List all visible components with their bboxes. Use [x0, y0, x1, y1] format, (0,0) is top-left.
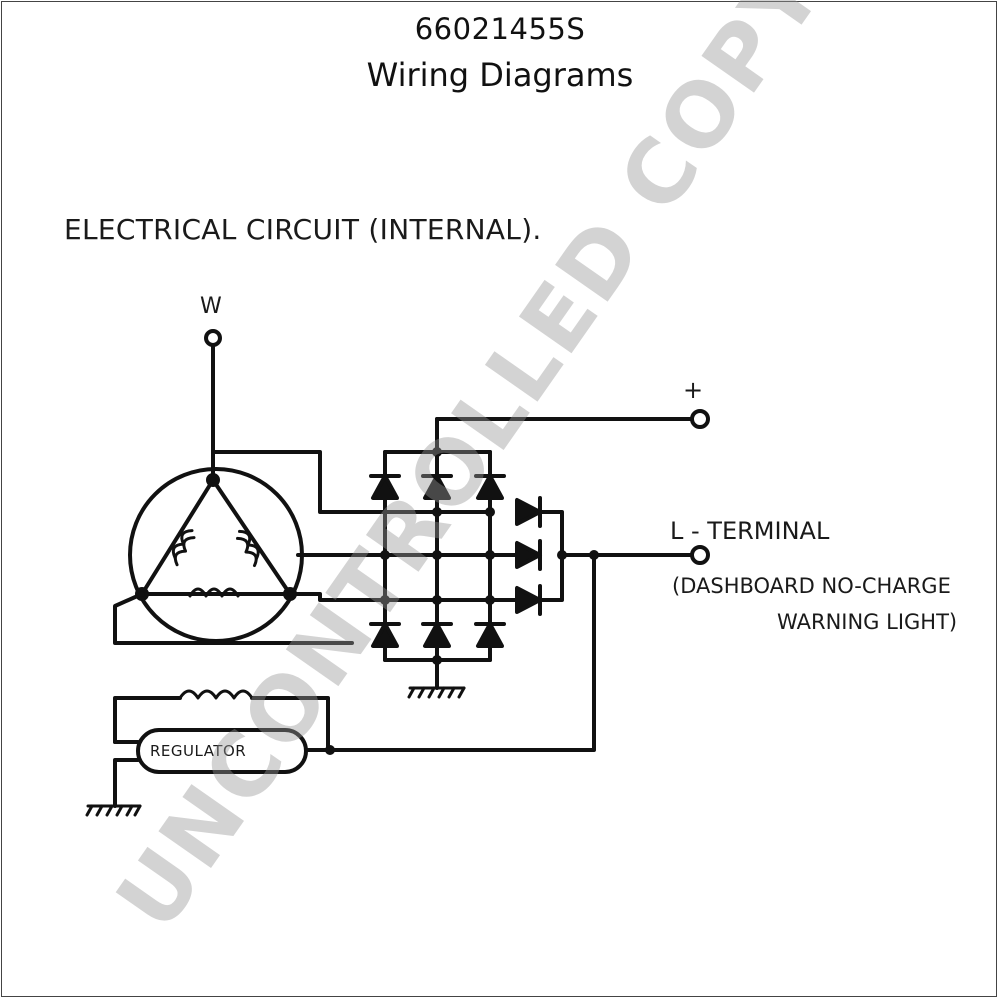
phase-wire-lower: [288, 592, 542, 602]
stator-outline: [128, 467, 304, 643]
coil-bottom: [188, 587, 240, 598]
regulator-ground-lead: [113, 758, 140, 808]
phase-wire-return: [113, 592, 354, 645]
diode-upper: [369, 474, 506, 500]
part-number: 66021455S: [414, 12, 586, 46]
coil-left: [171, 529, 196, 567]
delta-winding: [140, 478, 292, 596]
positive-terminal-label: +: [683, 376, 704, 404]
coil-right: [236, 529, 260, 568]
l-terminal-label: L - TERMINAL: [670, 517, 830, 545]
diode-lower: [369, 622, 506, 648]
ground-regulator: [85, 804, 142, 817]
field-coil-left-lead: [113, 696, 182, 744]
junction: [206, 473, 220, 487]
rectifier-junctions: [325, 447, 599, 755]
regulator-label: REGULATOR: [150, 742, 247, 760]
w-terminal: [204, 329, 222, 347]
positive-terminal: [690, 409, 710, 429]
w-terminal-label: W: [200, 294, 222, 319]
l-terminal-note-line1: (DASHBOARD NO-CHARGE: [672, 574, 951, 598]
phase-wire-top: [211, 450, 492, 514]
regulator-sense-wire: [328, 553, 596, 752]
l-terminal-note-line2: WARNING LIGHT): [777, 610, 958, 634]
l-terminal: [690, 545, 710, 565]
ground-rectifier: [407, 686, 466, 699]
document-title: Wiring Diagrams: [366, 56, 634, 94]
field-coil: [178, 689, 254, 700]
field-coil-right-lead: [250, 696, 330, 752]
diode-field: [515, 496, 542, 616]
section-title: ELECTRICAL CIRCUIT (INTERNAL).: [64, 213, 542, 246]
